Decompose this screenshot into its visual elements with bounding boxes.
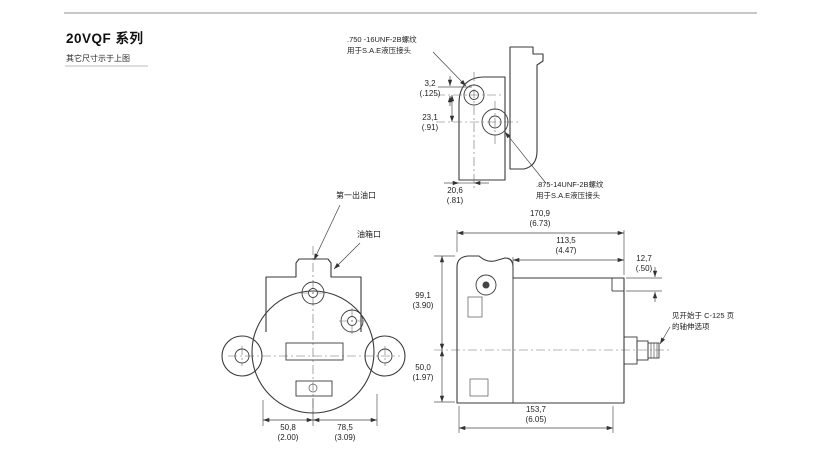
dimension-upper-height: 99,1 (3.90) (406, 291, 440, 311)
right-mounting-ear (364, 335, 406, 377)
leader-shaft-note (659, 326, 671, 345)
shaft-option-note: 见开始于 C-125 页 的轴伸选项 (672, 311, 735, 331)
side-port-boss-center (482, 281, 490, 289)
dim-value-mm: 3,2 (424, 79, 436, 88)
dim-value-mm: 23,1 (422, 113, 438, 122)
dimension-port-spacing: 23,1 (.91) (412, 113, 448, 133)
shaft-body (636, 340, 649, 361)
dimension-base-length: 153,7 (6.05) (513, 405, 559, 425)
dimension-body-length: 113,5 (4.47) (543, 236, 589, 256)
dim-value-in: (6.73) (529, 219, 551, 228)
pump-side-profile-outline (509, 46, 544, 170)
dim-value-in: (.81) (446, 196, 464, 205)
dim-value-in: (1.97) (412, 373, 434, 382)
dim-value-in: (6.05) (525, 415, 547, 424)
dimension-boss-offset: 3,2 (.125) (412, 79, 448, 99)
dimension-center-to-right: 78,5 (3.09) (325, 423, 365, 443)
port-detail-view (432, 46, 546, 188)
top-thread-callout: .750 -16UNF-2B螺纹 用于S.A.E液压接头 (347, 35, 417, 55)
dim-value-in: (3.09) (334, 433, 356, 442)
dim-value-mm: 50,8 (280, 423, 296, 432)
dim-value-mm: 99,1 (415, 291, 431, 300)
page-title: 20VQF 系列 (66, 31, 144, 46)
leader-side-thread (504, 131, 546, 183)
page-rules (64, 12, 757, 67)
bottom-boss-rect (295, 380, 333, 397)
dim-value-mm: 153,7 (525, 405, 547, 414)
leader-tank-port (333, 242, 361, 270)
leader-outlet-port (313, 204, 341, 261)
side-port-boss-circle (475, 274, 497, 296)
dimension-center-to-left: 50,8 (2.00) (268, 423, 308, 443)
left-mounting-ear (221, 335, 263, 377)
dim-value-mm: 50,0 (415, 363, 431, 372)
shaft-shoulder (623, 336, 638, 365)
page-subtitle: 其它尺寸示于上图 (66, 54, 130, 63)
dim-value-mm: 78,5 (337, 423, 353, 432)
dim-value-mm: 113,5 (556, 236, 576, 245)
side-view (434, 230, 672, 433)
side-thread-callout: .875-14UNF-2B螺纹 用于S.A.E液压接头 (536, 180, 604, 200)
side-detail-rect-lower (469, 378, 489, 397)
dimension-lower-height: 50,0 (1.97) (406, 363, 440, 383)
dim-value-mm: 20,6 (447, 186, 463, 195)
dimension-overall-length: 170,9 (6.73) (517, 209, 563, 229)
dim-value-in: (4.47) (555, 246, 577, 255)
nameplate-rect (285, 342, 344, 361)
side-detail-rect-upper (467, 296, 483, 318)
bottom-drain-circle (308, 383, 318, 393)
dimension-step: 12,7 (.50) (626, 254, 662, 274)
top-port-boss-outline (265, 258, 362, 332)
front-view (221, 204, 406, 426)
leader-top-thread (432, 51, 467, 87)
dim-value-in: (.125) (419, 89, 441, 98)
dim-value-mm: 170,9 (529, 209, 551, 218)
dim-value-mm: 12,7 (636, 254, 652, 263)
pump-body-outline (456, 255, 625, 404)
outlet-port-label: 第一出油口 (336, 191, 376, 200)
dim-value-in: (3.90) (412, 301, 434, 310)
shaft-threaded-end (647, 342, 660, 359)
port-block-outline (458, 76, 506, 181)
tank-port-label: 油箱口 (357, 230, 381, 239)
dimension-port-width: 20,6 (.81) (435, 186, 475, 206)
dim-value-in: (.50) (635, 264, 653, 273)
dim-value-in: (2.00) (277, 433, 299, 442)
dim-value-in: (.91) (421, 123, 439, 132)
